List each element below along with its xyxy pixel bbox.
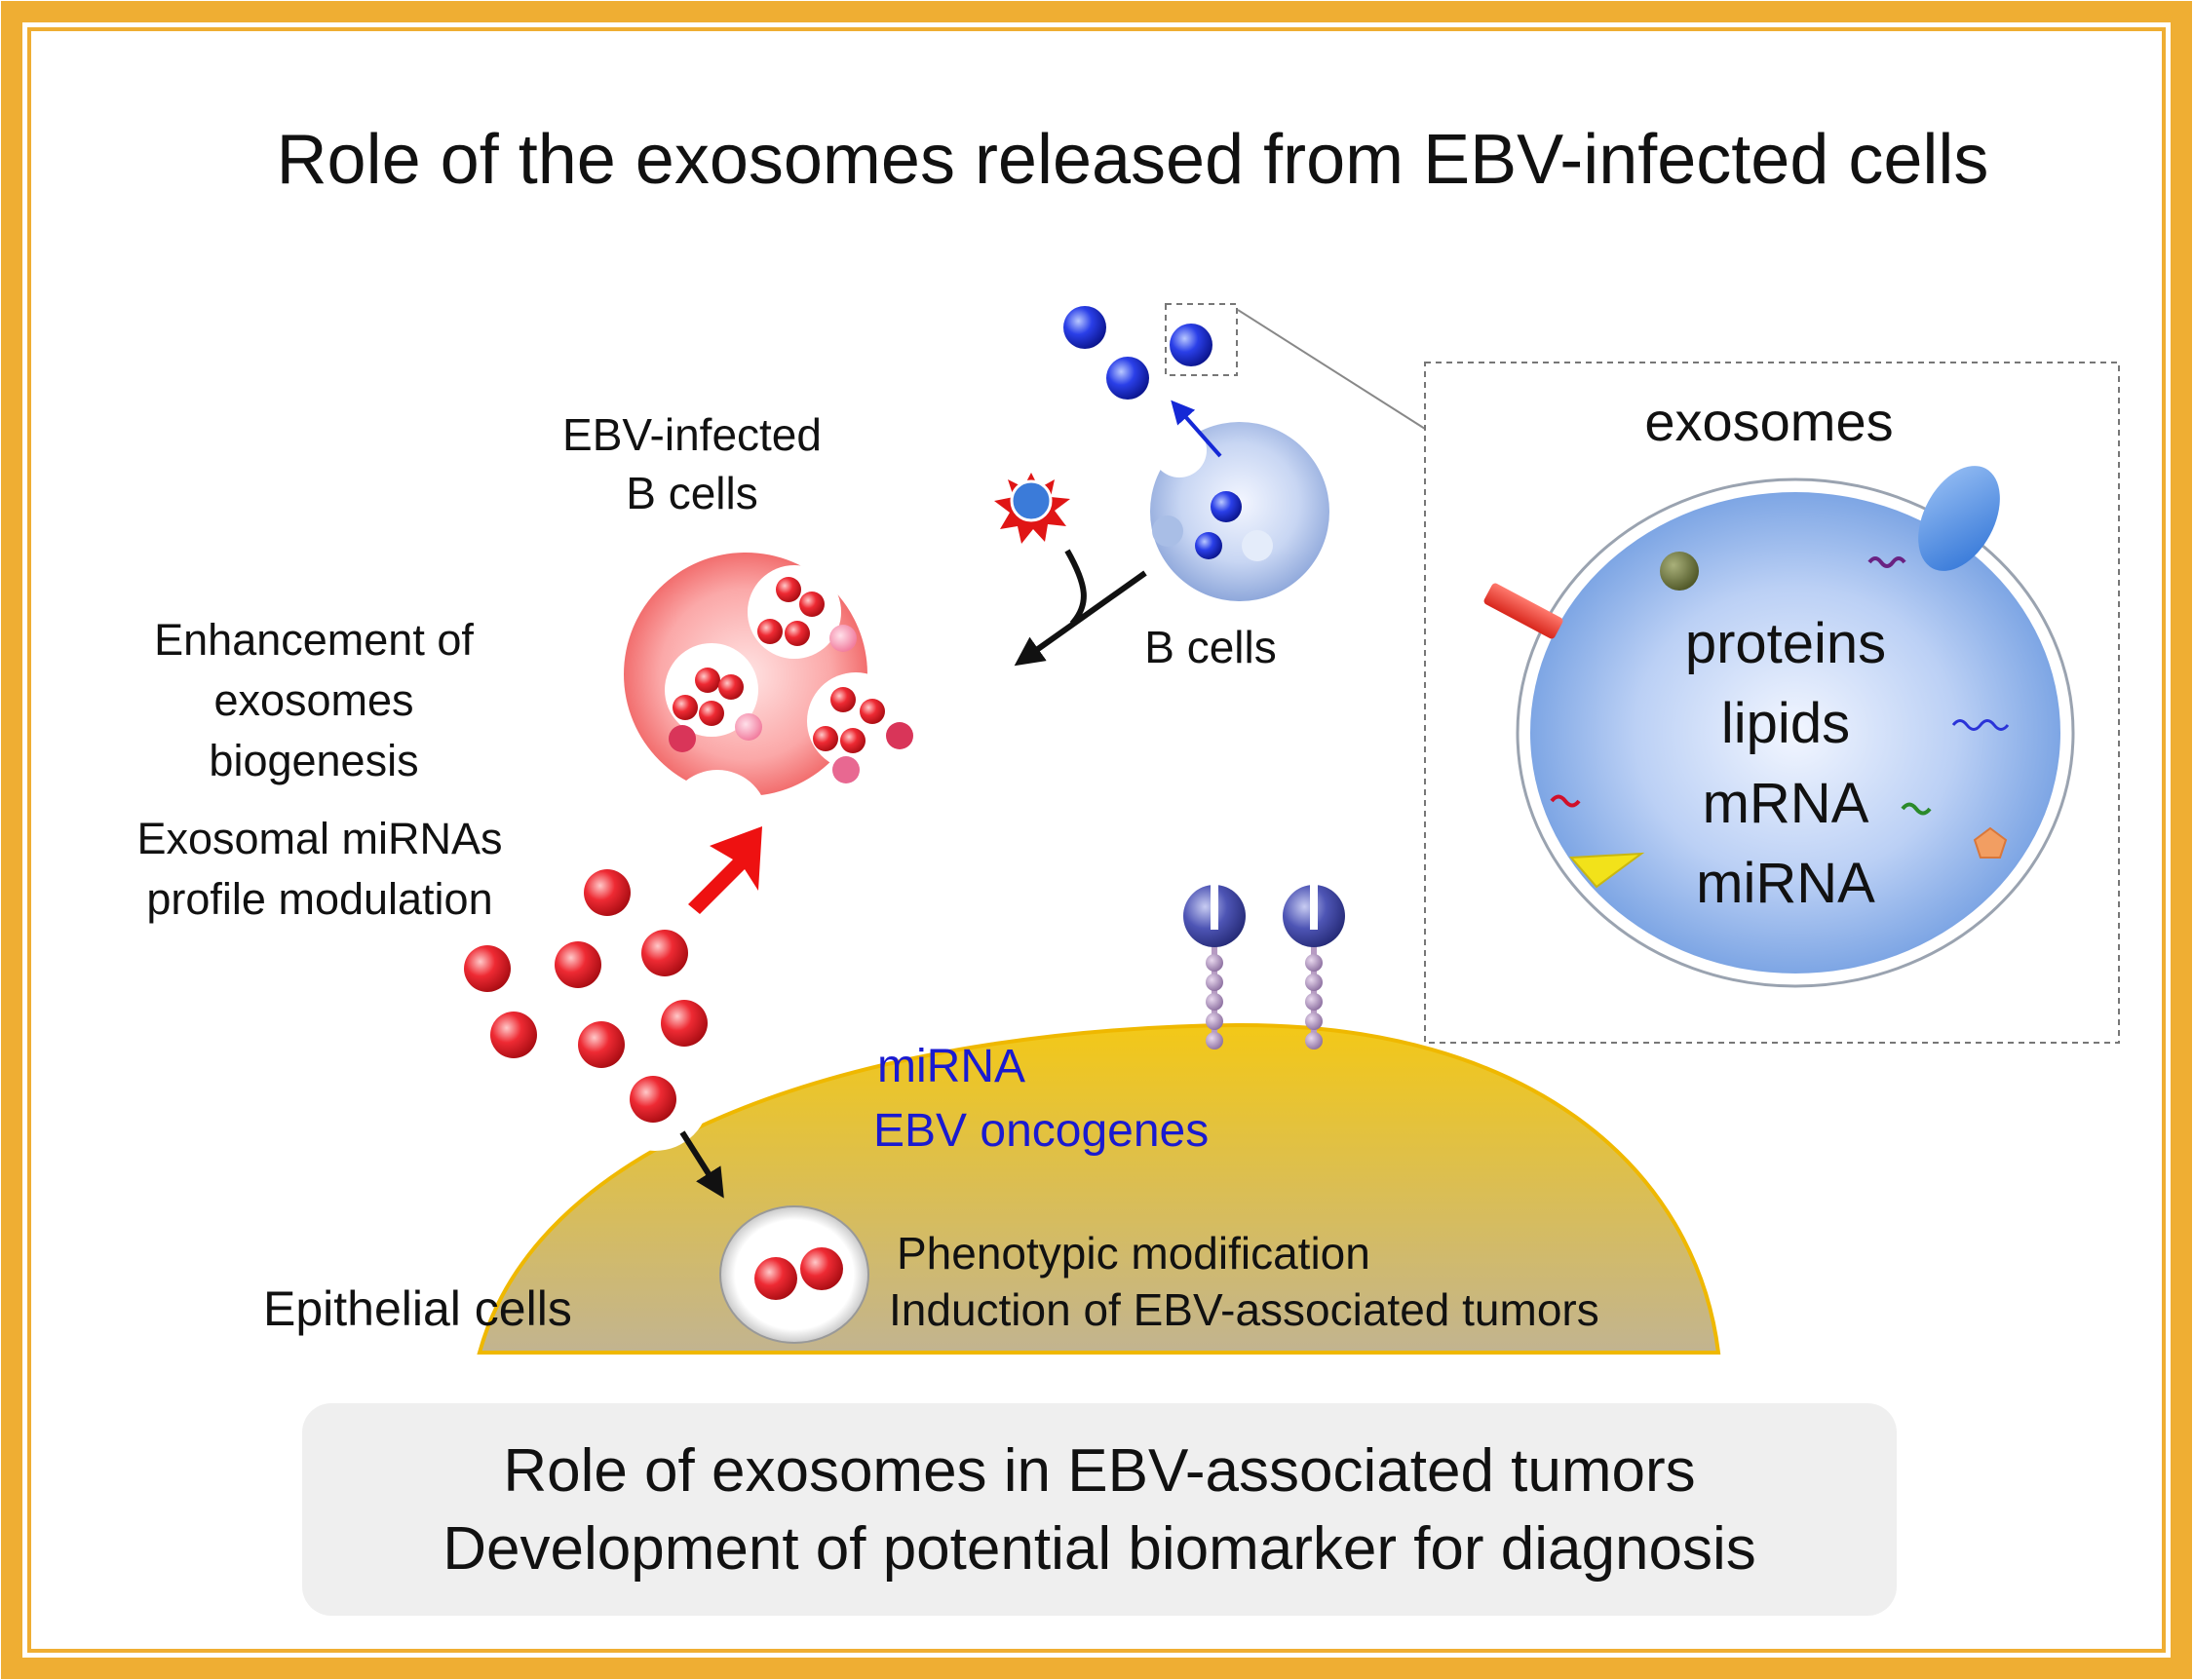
surface-protein-oval [1918,466,2000,571]
released-blue-exosomes [1063,306,1212,400]
epithelial-cells-label: Epithelial cells [263,1281,572,1336]
diagram-title: Role of the exosomes released from EBV-i… [277,121,1989,199]
profile-label-line2: profile modulation [146,874,492,924]
internalized-vesicle [719,1205,869,1344]
ebv-infected-label-line1: EBV-infected [562,409,822,460]
outcome-label-phenotypic: Phenotypic modification [897,1228,1370,1279]
cargo-rna-green [1901,802,1932,816]
outcome-label-tumors: Induction of EBV-associated tumors [889,1284,1599,1335]
cargo-rna-blue [1951,719,2010,731]
membrane-receptor-2 [1283,883,1345,1050]
cargo-label-mirna: miRNA [877,1041,1025,1092]
cargo-protein-olive [1660,552,1699,591]
ebv-virus-particle [994,473,1070,544]
surface-protein-bar [1483,583,1563,639]
release-arrow [688,826,762,914]
zoom-connector [1237,309,1426,430]
conclusion-line2: Development of potential biomarker for d… [442,1515,1756,1583]
content-item-mrna: mRNA [1703,772,1869,835]
enhancement-label-line3: biogenesis [209,736,418,785]
exosome-detail-vesicle [1516,477,2075,988]
inner-frame [27,27,2166,1653]
released-red-exosomes [464,869,708,1123]
zoom-selection-box [1165,303,1238,376]
b-cells-label: B cells [1144,622,1276,672]
enhancement-label-line2: exosomes [213,675,413,725]
cargo-protein-pentagon [1973,826,2008,859]
ebv-infected-b-cell [624,553,913,871]
content-item-mirna: miRNA [1696,852,1875,915]
exosome-contents-list: proteins lipids mRNA miRNA [1685,612,1886,915]
exosomes-panel-heading: exosomes [1644,391,1893,452]
content-item-proteins: proteins [1685,612,1886,675]
cargo-rna-purple [1867,556,1906,568]
content-item-lipids: lipids [1721,692,1850,755]
infection-arrow [1014,549,1147,667]
cargo-label-oncogenes: EBV oncogenes [873,1105,1209,1157]
membrane-receptor-1 [1183,883,1246,1050]
cargo-rna-red [1550,794,1581,808]
ebv-infected-label-line2: B cells [626,468,757,518]
conclusion-line1: Role of exosomes in EBV-associated tumor… [503,1437,1695,1505]
blue-release-arrow [1171,400,1222,458]
enhancement-label-line1: Enhancement of [154,615,474,665]
conclusion-box [302,1403,1897,1616]
cargo-lipid-triangle [1568,852,1645,889]
uptake-arrow [679,1130,724,1199]
b-cell [1150,422,1329,601]
profile-label-line1: Exosomal miRNAs [136,814,502,863]
